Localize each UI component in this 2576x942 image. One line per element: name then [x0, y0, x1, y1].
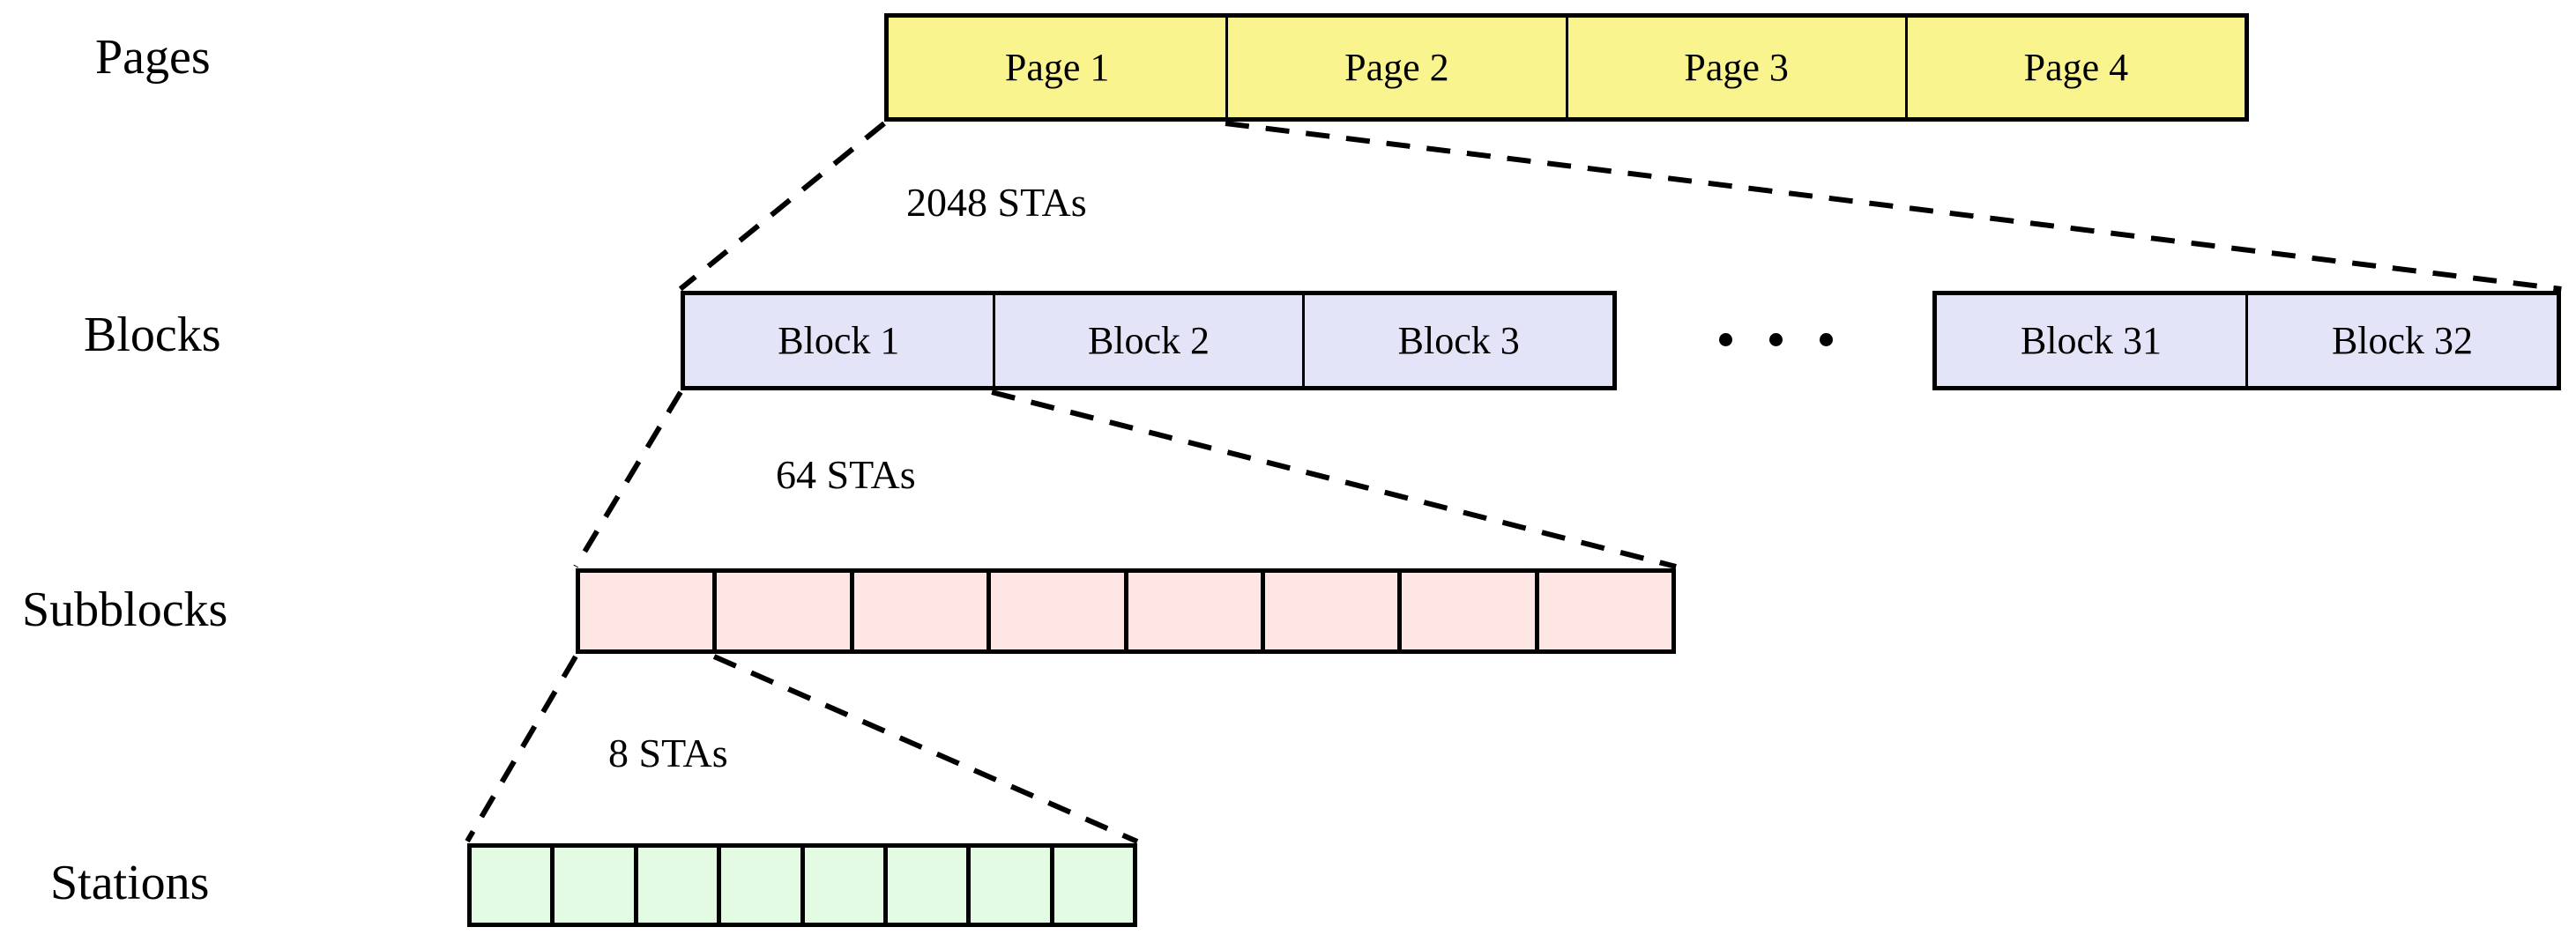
station-cell: [472, 848, 551, 923]
connector-page1-to-blocks-right: [1225, 121, 2562, 292]
subblock-cell: [986, 573, 1124, 649]
block-cell: Block 1: [685, 295, 993, 386]
station-cell: [633, 848, 718, 923]
subblock-cell: [712, 573, 850, 649]
ellipsis-dot: [1719, 333, 1732, 346]
subblock-cell: [849, 573, 987, 649]
subblock-cell: [1397, 573, 1535, 649]
block-cell: Block 31: [1937, 295, 2245, 386]
blocks-row-left: Block 1 Block 2 Block 3: [681, 291, 1617, 390]
annotation-2048-stas: 2048 STAs: [906, 180, 1087, 225]
subblock-cell: [1534, 573, 1671, 649]
stations-row: [467, 843, 1137, 927]
connector-subblock1-to-stations-right: [712, 654, 1139, 844]
subblock-cell: [1260, 573, 1398, 649]
page-cell: Page 4: [1904, 18, 2245, 117]
blocks-row-right: Block 31 Block 32: [1932, 291, 2561, 390]
station-cell: [717, 848, 800, 923]
row-label-pages: Pages: [95, 30, 211, 85]
annotation-8-stas: 8 STAs: [608, 731, 728, 775]
block-cell: Block 2: [992, 295, 1303, 386]
pages-row: Page 1 Page 2 Page 3 Page 4: [884, 13, 2249, 122]
page-cell: Page 2: [1225, 18, 1566, 117]
annotation-64-stas: 64 STAs: [776, 452, 916, 497]
page-cell: Page 3: [1565, 18, 1905, 117]
station-cell: [550, 848, 634, 923]
connector-block1-to-subblocks-left: [573, 390, 683, 568]
station-cell: [966, 848, 1050, 923]
subblocks-row: [576, 568, 1676, 654]
blocks-ellipsis: [1719, 333, 1833, 346]
station-cell: [800, 848, 883, 923]
row-label-blocks: Blocks: [84, 308, 221, 362]
station-cell: [882, 848, 967, 923]
row-label-subblocks: Subblocks: [22, 582, 228, 637]
subblock-cell: [1123, 573, 1261, 649]
ellipsis-dot: [1769, 333, 1783, 346]
connector-page1-to-blocks-left: [678, 121, 886, 292]
block-cell: Block 3: [1302, 295, 1613, 386]
row-label-stations: Stations: [50, 856, 210, 910]
subblock-cell: [580, 573, 713, 649]
connector-subblock1-to-stations-left: [465, 655, 578, 843]
station-cell: [1049, 848, 1133, 923]
ellipsis-dot: [1820, 333, 1833, 346]
block-cell: Block 32: [2245, 295, 2557, 386]
connector-block1-to-subblocks-right: [991, 389, 1677, 569]
page-cell: Page 1: [889, 18, 1226, 117]
